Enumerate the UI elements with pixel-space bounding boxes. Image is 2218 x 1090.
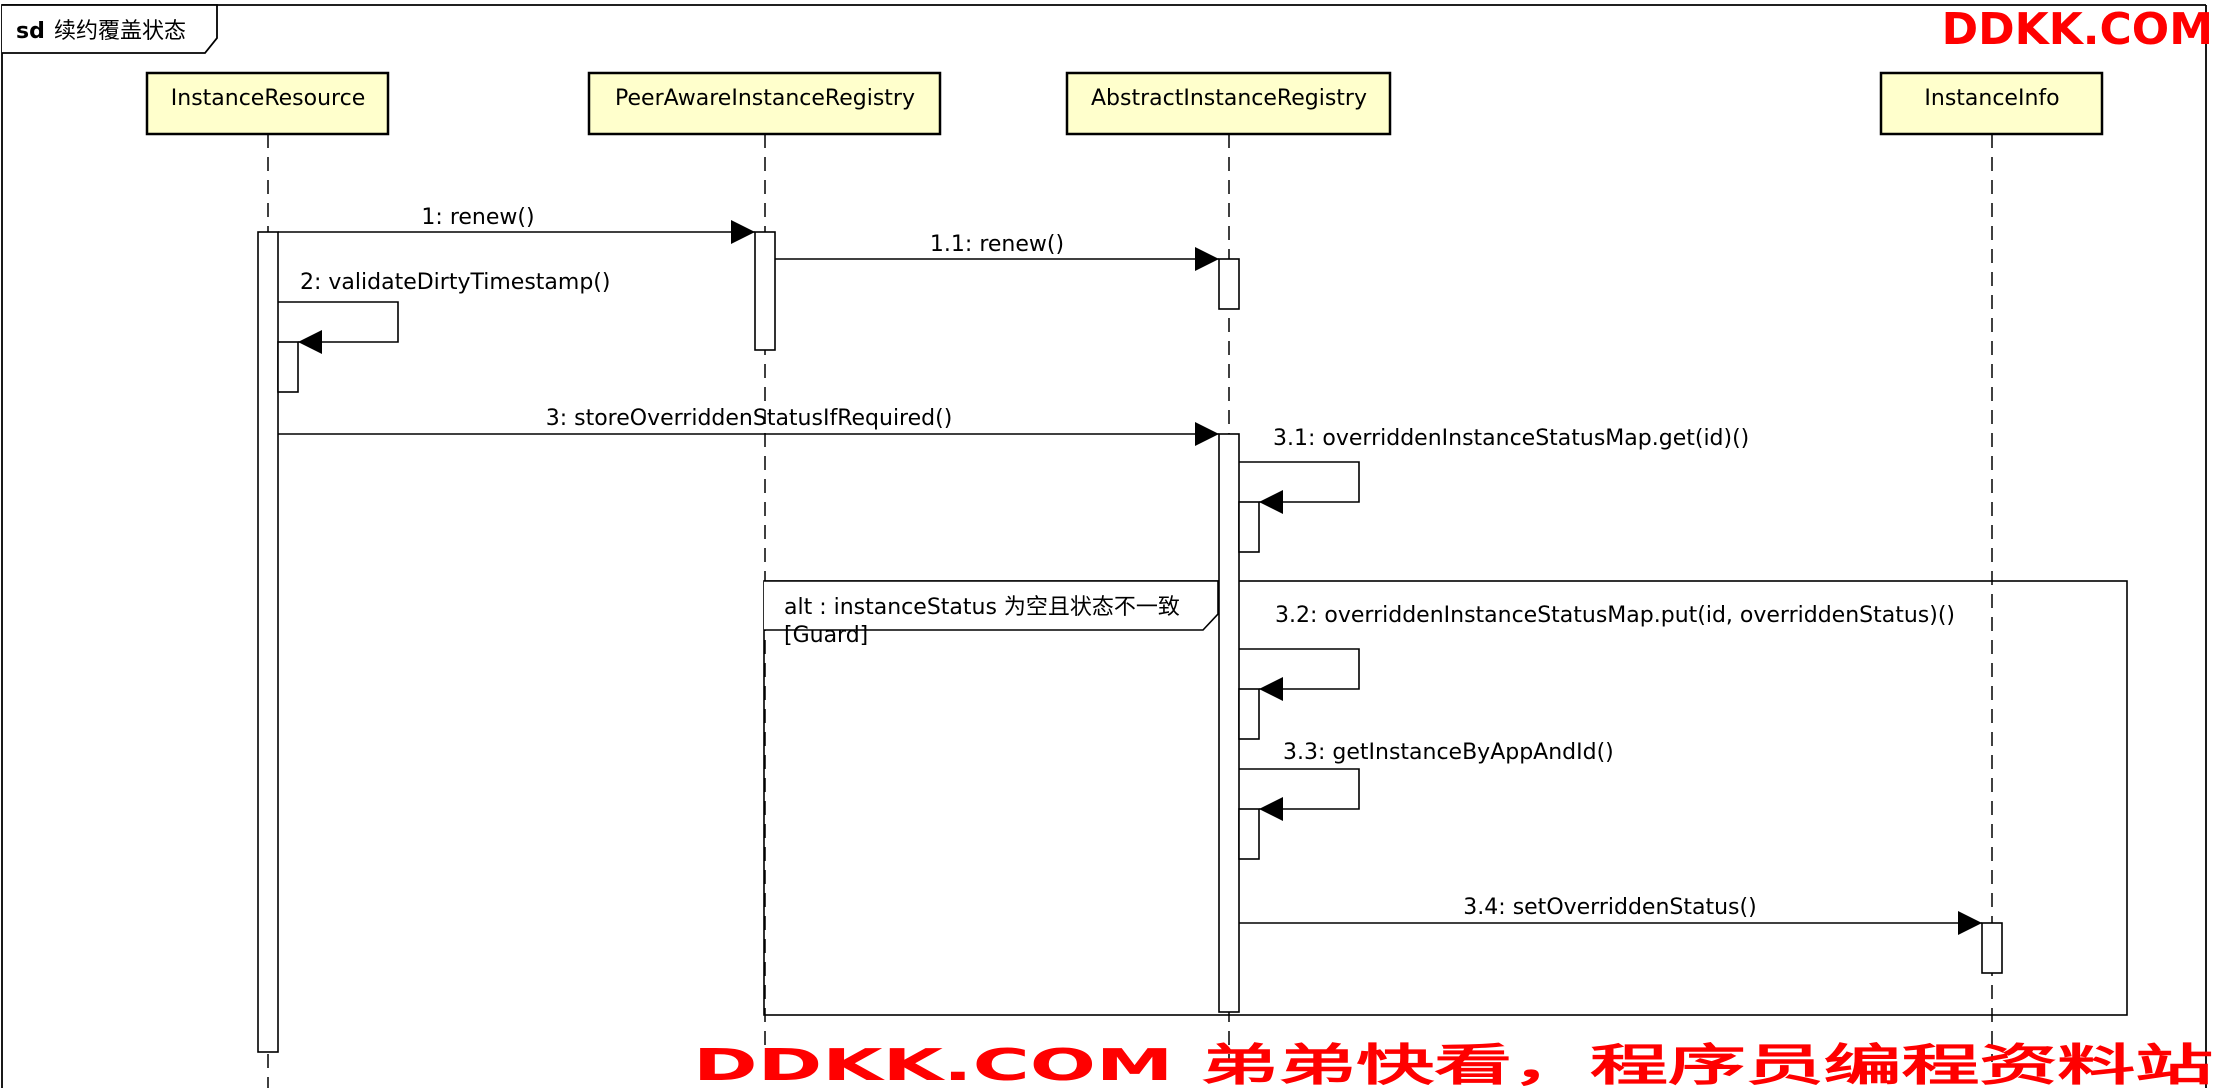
activation-abstract-renew (1218, 258, 1240, 310)
watermark-bottom: DDKK.COM 弟弟快看，程序员编程资料站 (693, 1040, 2213, 1090)
diagram-frame: sd 续约覆盖状态 (1, 4, 2207, 1088)
activation-get-instance (1238, 808, 1260, 860)
message-get-instance: 3.3: getInstanceByAppAndId() (1239, 740, 1614, 821)
message-label: 3.3: getInstanceByAppAndId() (1283, 740, 1614, 765)
activation-map-get (1238, 501, 1260, 553)
participant-label: InstanceResource (171, 86, 365, 111)
participant-label: InstanceInfo (1924, 86, 2059, 111)
frame-title: 续约覆盖状态 (54, 19, 186, 44)
message-label: 1: renew() (421, 205, 534, 230)
message-label: 3.2: overriddenInstanceStatusMap.put(id,… (1275, 603, 1955, 628)
participant-abstract-instance-registry: AbstractInstanceRegistry (1065, 71, 1392, 136)
activations (257, 231, 2003, 1053)
message-map-get: 3.1: overriddenInstanceStatusMap.get(id)… (1239, 426, 1749, 514)
activation-peer-aware-renew (754, 231, 776, 351)
message-label: 3.4: setOverriddenStatus() (1463, 895, 1756, 920)
message-label: 2: validateDirtyTimestamp() (300, 270, 610, 295)
message-label: 3.1: overriddenInstanceStatusMap.get(id)… (1273, 426, 1749, 451)
message-label: 3: storeOverriddenStatusIfRequired() (546, 406, 953, 431)
activation-set-overridden-status (1981, 922, 2003, 974)
participant-label: PeerAwareInstanceRegistry (615, 86, 915, 111)
alt-fragment: alt : instanceStatus 为空且状态不一致 [Guard] (763, 580, 2128, 1016)
participant-instance-info: InstanceInfo (1879, 71, 2104, 136)
message-validate-dirty-timestamp: 2: validateDirtyTimestamp() (278, 270, 610, 354)
watermark-top: DDKK.COM (1942, 4, 2213, 55)
participant-instance-resource: InstanceResource (145, 71, 390, 136)
message-map-put: 3.2: overriddenInstanceStatusMap.put(id,… (1239, 603, 1955, 701)
participant-label: AbstractInstanceRegistry (1091, 86, 1367, 111)
message-store-overridden-status: 3: storeOverriddenStatusIfRequired() (278, 406, 1219, 446)
messages: 1: renew() 1.1: renew() 2: validateDirty… (278, 205, 1982, 935)
activation-map-put (1238, 688, 1260, 740)
alt-fragment-border (763, 580, 2128, 1016)
frame-keyword: sd (16, 19, 45, 44)
message-renew-1-1: 1.1: renew() (775, 232, 1219, 271)
frame-tab (2, 4, 218, 54)
participants: InstanceResource PeerAwareInstanceRegist… (145, 71, 2104, 136)
alt-operator: alt : instanceStatus 为空且状态不一致 (784, 595, 1180, 620)
alt-fragment-tab (764, 580, 1219, 631)
message-renew: 1: renew() (278, 205, 755, 244)
activation-store-overridden-status (1218, 433, 1240, 1013)
participant-peer-aware-instance-registry: PeerAwareInstanceRegistry (587, 71, 942, 136)
message-label: 1.1: renew() (930, 232, 1064, 257)
message-set-overridden-status: 3.4: setOverriddenStatus() (1239, 895, 1982, 935)
activation-validate-dirty-timestamp (277, 341, 299, 393)
alt-guard: [Guard] (784, 623, 868, 648)
activation-instance-resource (257, 231, 279, 1053)
watermarks: DDKK.COM DDKK.COM 弟弟快看，程序员编程资料站 (693, 4, 2213, 1090)
